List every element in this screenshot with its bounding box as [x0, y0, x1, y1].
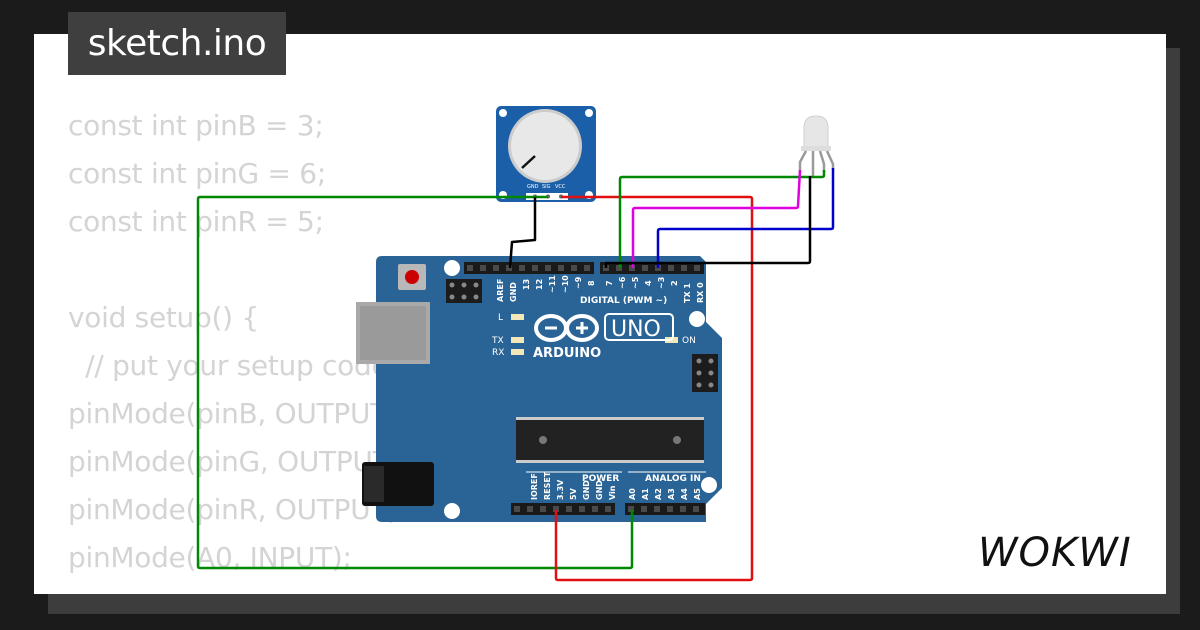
pin-label: ~6 — [618, 276, 627, 289]
code-line: const int pinG = 6; — [68, 157, 326, 190]
pin-label: IOREF — [530, 473, 539, 500]
pin-label: 4 — [644, 280, 653, 286]
power-header — [511, 503, 615, 515]
code-line: const int pinB = 3; — [68, 109, 324, 142]
pin-label: A1 — [641, 488, 650, 500]
pin-label: A4 — [680, 488, 689, 500]
top-header — [464, 262, 594, 274]
pin-label: GND — [595, 480, 604, 500]
pin-label: 12 — [535, 279, 544, 290]
led-label-l: L — [498, 313, 503, 323]
pin-label: ~9 — [574, 276, 583, 289]
board-maker-label: ARDUINO — [533, 346, 601, 361]
pin-label: 7 — [605, 280, 614, 286]
analog-section-label: ANALOG IN — [645, 474, 701, 484]
pin-label: GND — [582, 480, 591, 500]
wokwi-logo-text: WOKWI — [978, 530, 1132, 574]
wokwi-logo: WOKWI — [978, 526, 1148, 578]
wire-green-pin6[interactable] — [618, 170, 826, 268]
wire-green-sig[interactable] — [196, 195, 634, 570]
pin-label: Vin — [608, 485, 617, 500]
led-l — [511, 314, 524, 320]
pot-pin-label: SIG — [542, 184, 551, 190]
pot-pin-label: GND — [527, 184, 539, 190]
power-section-label: POWER — [582, 474, 619, 484]
arduino-uno-board[interactable]: AREF GND 13 12 ~11 ~10 ~9 8 7 ~6 ~5 4 ~3… — [356, 256, 722, 522]
mount-hole — [444, 503, 460, 519]
pin-label: RESET — [543, 471, 552, 500]
led-label-on: ON — [682, 336, 696, 346]
led-label-rx: RX — [492, 348, 504, 358]
led-label-tx: TX — [491, 336, 504, 346]
wire-magenta-pin5[interactable] — [631, 169, 802, 268]
analog-header — [625, 503, 705, 515]
pin-label: ~5 — [631, 276, 640, 289]
wire-blue-pin3[interactable] — [656, 168, 835, 268]
potentiometer[interactable]: GND SIG VCC — [496, 106, 596, 202]
wire-red-vcc[interactable] — [554, 195, 754, 582]
mount-hole — [701, 477, 717, 493]
code-line: const int pinR = 5; — [68, 205, 324, 238]
pin-label: 5V — [569, 487, 578, 500]
pin-label: 13 — [522, 279, 531, 290]
pin-label: A3 — [667, 488, 676, 500]
pin-label: ~3 — [657, 277, 666, 289]
wire-black-gnd[interactable] — [508, 197, 537, 269]
code-line: pinMode(pinB, OUTPUT); — [68, 397, 407, 430]
rgb-led[interactable] — [798, 115, 835, 176]
wokwi-logo-icon: WOKWI — [978, 530, 1132, 576]
code-line: void setup() { — [68, 301, 259, 334]
mount-hole — [689, 311, 705, 327]
digital-section-label: DIGITAL (PWM ~) — [580, 296, 667, 306]
pin-label: A2 — [654, 488, 663, 500]
pin-label: ~10 — [561, 275, 570, 293]
microcontroller-chip — [516, 417, 704, 463]
pin-label: 8 — [587, 280, 596, 286]
board-model-label: UNO — [611, 317, 661, 342]
arduino-infinity-logo-icon — [534, 314, 599, 342]
pin-label: 2 — [670, 280, 679, 286]
pin-label: 3.3V — [556, 479, 565, 500]
pin-label: RX 0 — [696, 282, 705, 303]
led-tx — [511, 337, 524, 343]
code-line: } — [68, 589, 86, 594]
potentiometer-knob-indicator — [521, 155, 536, 169]
pin-label: TX 1 — [683, 283, 692, 303]
pin-label: A5 — [693, 488, 702, 500]
pot-pin-label: VCC — [555, 184, 566, 190]
mount-hole — [444, 260, 460, 276]
pin-label: AREF — [496, 279, 505, 302]
pin-label: ~11 — [548, 275, 557, 293]
sketch-title: sketch.ino — [68, 12, 286, 75]
wire-black-led[interactable] — [604, 176, 812, 268]
icsp-header — [692, 354, 718, 392]
icsp-header — [446, 279, 482, 303]
pin-label: GND — [509, 282, 518, 302]
pin-label: A0 — [628, 488, 637, 500]
led-rx — [511, 349, 524, 355]
